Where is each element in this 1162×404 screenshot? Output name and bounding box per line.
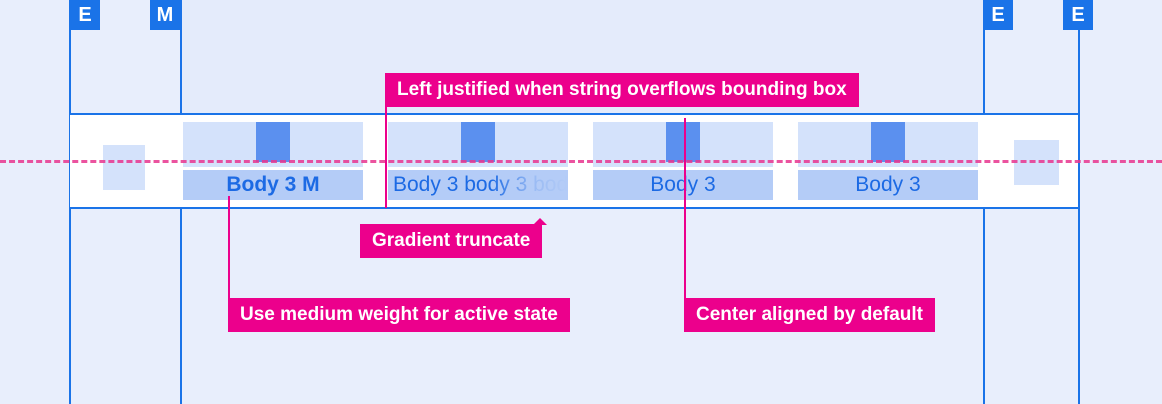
annotation-text: Center aligned by default (696, 304, 923, 325)
tab-label-band: Body 3 (798, 170, 978, 200)
tab-label-band: Body 3 body 3 body 3 (388, 170, 568, 200)
annotation-gradient-truncate: Gradient truncate (360, 218, 547, 258)
tab-icon (461, 122, 495, 162)
marker-m-left-inner: M (150, 0, 180, 30)
tab-icon (666, 122, 700, 162)
marker-e-right-inner: E (983, 0, 1013, 30)
tab-body-3-m-active[interactable]: Body 3 M (183, 122, 363, 200)
connector-left-justified (385, 107, 387, 208)
tab-icon (871, 122, 905, 162)
tab-label-band: Body 3 M (183, 170, 363, 200)
tab-label: Body 3 body 3 body 3 (393, 173, 568, 196)
marker-label: E (78, 4, 92, 26)
annotation-left-justified: Left justified when string overflows bou… (385, 73, 859, 107)
tab-icon-band (798, 122, 978, 167)
marker-e-left-outer: E (70, 0, 100, 30)
tab-label: Body 3 (650, 173, 716, 196)
marker-label: E (1071, 4, 1085, 26)
tab-label-band: Body 3 (593, 170, 773, 200)
annotation-pointer-icon (533, 218, 547, 225)
tab-icon (256, 122, 290, 162)
endcap-placeholder-left (103, 145, 145, 190)
connector-medium-weight (228, 196, 230, 298)
annotation-text: Left justified when string overflows bou… (397, 79, 847, 100)
annotation-center-aligned: Center aligned by default (684, 298, 935, 332)
tab-icon-band (388, 122, 568, 167)
marker-label: E (991, 4, 1005, 26)
marker-label: M (156, 4, 174, 26)
connector-center-aligned (684, 118, 686, 298)
tab-body-3-last[interactable]: Body 3 (798, 122, 978, 200)
annotation-text: Gradient truncate (372, 230, 531, 251)
guide-right-outer (1078, 0, 1080, 404)
tab-label: Body 3 (855, 173, 921, 196)
marker-e-right-outer: E (1063, 0, 1093, 30)
tab-body-3-overflow[interactable]: Body 3 body 3 body 3 (388, 122, 568, 200)
baseline-guide (0, 160, 1162, 163)
tab-icon-band (593, 122, 773, 167)
tab-body-3-center[interactable]: Body 3 (593, 122, 773, 200)
tab-icon-band (183, 122, 363, 167)
annotation-text: Use medium weight for active state (240, 304, 558, 325)
annotation-medium-weight: Use medium weight for active state (228, 298, 570, 332)
tab-label: Body 3 M (226, 173, 320, 196)
